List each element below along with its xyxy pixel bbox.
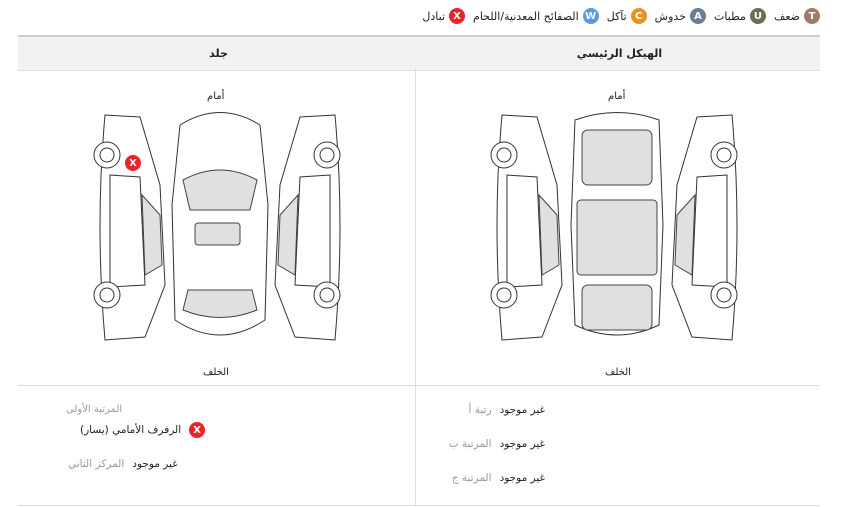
back-label: الخلف: [203, 367, 229, 378]
frame-rank-c: المرتبة ج غير موجود: [451, 472, 545, 484]
w-icon: W: [582, 8, 599, 24]
back-label: الخلف: [605, 367, 631, 378]
frame-car-diagram: [490, 112, 738, 341]
divider: [18, 505, 820, 506]
exchange-icon: X: [189, 422, 206, 438]
front-label: أمام: [207, 91, 225, 102]
t-icon: T: [804, 8, 820, 24]
rank2-row: المركز الثاني غير موجود: [68, 458, 178, 470]
u-icon: U: [749, 8, 766, 24]
exchange-marker-icon[interactable]: X: [125, 155, 141, 171]
left-side-car: [93, 114, 166, 341]
top-car: [171, 112, 269, 336]
right-side-car: [671, 114, 738, 341]
skin-car-diagram: [93, 112, 341, 341]
divider: [18, 385, 820, 386]
rank1-item: الرفرف الأمامي (يسار) X: [80, 422, 206, 438]
frame-rank-b: المرتبة ب غير موجود: [448, 438, 545, 450]
skin-header: جلد: [209, 47, 228, 60]
divider: [415, 68, 416, 505]
rank1-label: المرتبة الأولى: [66, 404, 123, 415]
left-side-car: [490, 114, 563, 341]
c-icon: C: [630, 8, 647, 24]
right-side-car: [274, 114, 341, 341]
a-icon: A: [690, 8, 706, 24]
frame-header: الهيكل الرئيسي: [576, 47, 663, 60]
table-header: جلد الهيكل الرئيسي: [18, 35, 820, 71]
x-icon: X: [449, 8, 466, 24]
frame-rank-a: رتبة أ غير موجود: [468, 404, 545, 416]
front-label: أمام: [608, 91, 626, 102]
chassis-top: [570, 112, 664, 336]
